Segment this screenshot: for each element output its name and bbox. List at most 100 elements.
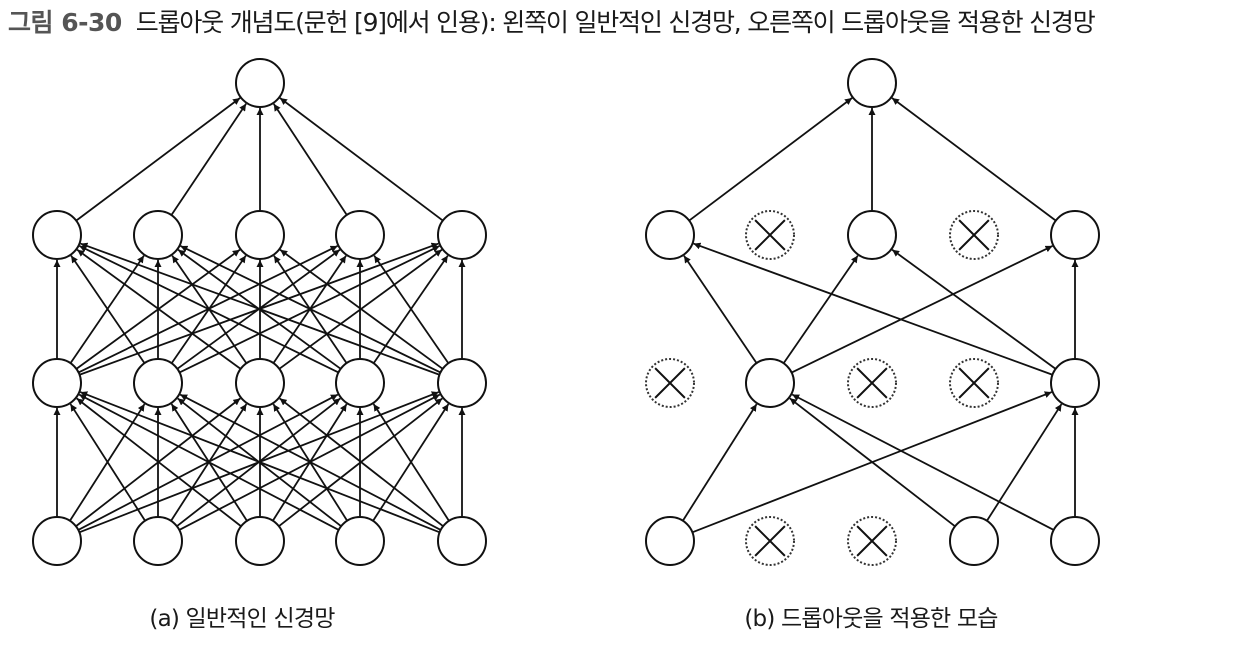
neuron-node (335, 358, 385, 408)
neuron-circle (847, 58, 897, 108)
connection-arrow (782, 255, 859, 364)
neuron-node (133, 358, 183, 408)
neuron-circle (437, 358, 487, 408)
neuron-circle (335, 210, 385, 260)
neuron-circle (32, 358, 82, 408)
dropout-cross-icon (754, 219, 786, 251)
neuron-circle (745, 358, 795, 408)
caption-dropout-network: (b) 드롭아웃을 적용한 모습 (744, 606, 998, 632)
neuron-node (645, 210, 695, 260)
connection-arrow (986, 403, 1063, 522)
connection-arrow (373, 255, 450, 364)
neuron-node (335, 210, 385, 260)
neuron-node (32, 516, 82, 566)
neuron-circle (32, 210, 82, 260)
neuron-node (1050, 516, 1100, 566)
neuron-node (32, 210, 82, 260)
connection-arrow (78, 393, 340, 531)
neuron-circle (133, 210, 183, 260)
neuron-node (335, 516, 385, 566)
neuron-circle (235, 58, 285, 108)
neuron-node (1050, 358, 1100, 408)
neuron-circle (1050, 210, 1100, 260)
connection-arrow (688, 97, 853, 222)
figure-number: 그림 6-30 (8, 8, 122, 37)
neuron-circle (645, 516, 695, 566)
dropout-network-panel (645, 58, 1100, 566)
dropped-neuron-node (949, 210, 999, 260)
connection-arrow (789, 397, 956, 528)
connection-arrow (279, 397, 444, 527)
connection-arrow (279, 249, 444, 370)
neuron-node (847, 210, 897, 260)
connection-arrow (891, 97, 1057, 222)
connections (682, 97, 1079, 534)
dropout-cross-icon (856, 367, 888, 399)
connection-arrow (76, 249, 242, 370)
connection-arrow (69, 403, 146, 522)
connection-arrow (891, 249, 1057, 370)
neuron-circle (645, 210, 695, 260)
neuron-node (745, 358, 795, 408)
dropout-cross-icon (654, 367, 686, 399)
neuron-circle (32, 516, 82, 566)
dropped-neuron-node (847, 358, 897, 408)
neuron-circle (335, 516, 385, 566)
neuron-node (645, 516, 695, 566)
neuron-circle (437, 210, 487, 260)
output-node (847, 58, 897, 108)
connection-arrow (70, 255, 146, 364)
connection-arrow (791, 245, 1053, 374)
neuron-node (949, 516, 999, 566)
connection-arrow (75, 97, 241, 222)
dropout-cross-icon (958, 219, 990, 251)
neuron-circle (133, 358, 183, 408)
connection-arrow (683, 255, 758, 364)
dropped-neuron-node (745, 210, 795, 260)
connection-arrow (80, 242, 440, 376)
neuron-circle (235, 210, 285, 260)
neuron-circle (335, 358, 385, 408)
figure-title-text: 드롭아웃 개념도(문헌 [9]에서 인용): 왼쪽이 일반적인 신경망, 오른쪽… (135, 8, 1096, 37)
output-node (235, 58, 285, 108)
dropped-neuron-node (745, 516, 795, 566)
connection-arrow (179, 393, 442, 531)
neuron-node (235, 358, 285, 408)
connection-arrow (272, 103, 348, 216)
neuron-circle (437, 516, 487, 566)
caption-standard-network: (a) 일반적인 신경망 (149, 606, 335, 632)
connection-arrow (693, 242, 1053, 376)
neuron-node (437, 358, 487, 408)
neuron-node (437, 210, 487, 260)
neuron-circle (1050, 358, 1100, 408)
dropout-cross-icon (754, 525, 786, 557)
neuron-node (1050, 210, 1100, 260)
neuron-node (235, 210, 285, 260)
connection-arrow (279, 97, 444, 222)
neuron-node (235, 516, 285, 566)
standard-network-panel (32, 58, 487, 566)
dropped-neuron-node (847, 516, 897, 566)
connection-arrow (180, 245, 441, 374)
neuron-node (32, 358, 82, 408)
neuron-node (133, 210, 183, 260)
dropout-cross-icon (958, 367, 990, 399)
connection-arrow (170, 103, 247, 216)
connection-arrow (682, 403, 758, 522)
neuron-node (133, 516, 183, 566)
neuron-circle (847, 210, 897, 260)
dropped-neuron-node (645, 358, 695, 408)
neuron-node (437, 516, 487, 566)
connection-arrow (79, 391, 440, 534)
connections (53, 97, 466, 534)
neuron-circle (235, 358, 285, 408)
connection-arrow (79, 245, 339, 374)
dropped-neuron-node (949, 358, 999, 408)
dropout-cross-icon (856, 525, 888, 557)
neuron-circle (1050, 516, 1100, 566)
figure-title: 그림 6-30 드롭아웃 개념도(문헌 [9]에서 인용): 왼쪽이 일반적인 신… (8, 6, 1096, 40)
connection-arrow (791, 393, 1055, 531)
neuron-circle (235, 516, 285, 566)
neuron-circle (133, 516, 183, 566)
